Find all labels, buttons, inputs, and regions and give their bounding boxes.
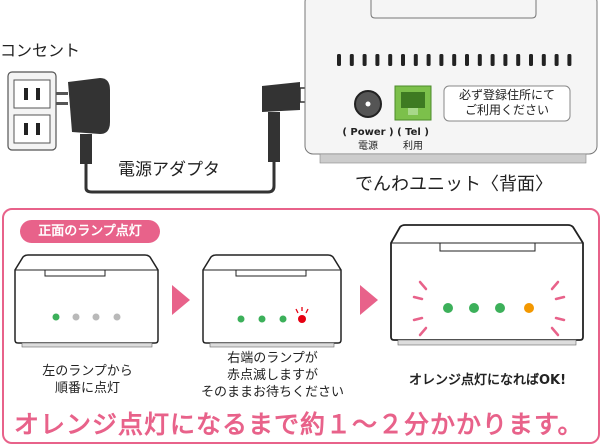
vent-slot (516, 54, 521, 66)
vent-slot (567, 54, 572, 66)
connection-illustration (7, 0, 598, 194)
wall-outlet-icon (7, 71, 57, 151)
vent-slot (401, 54, 405, 66)
note-line-1: 必ず登録住所にて (458, 88, 555, 102)
unit-caption: でんわユニット〈背面〉 (355, 174, 553, 195)
power-port-sub: 電源 (358, 141, 378, 152)
arrow-right-icon (172, 285, 190, 315)
vent-slot (426, 54, 431, 66)
vent-slot (388, 54, 393, 66)
unit-front-step2-icon (202, 254, 342, 348)
unit-front-step1-icon (14, 254, 159, 348)
lamp-steps-illustration (14, 224, 584, 348)
vent-slot (541, 54, 546, 66)
tel-port-sub: 利用 (403, 141, 423, 152)
adapter-label: 電源アダプタ (118, 160, 220, 180)
step1-caption: 左のランプから 順番に点灯 (15, 363, 160, 397)
power-port-label: ( Power ) (342, 127, 394, 138)
vent-slot (349, 54, 354, 66)
step2-caption: 右端のランプが 赤点滅しますが そのままお待ちください (180, 350, 365, 401)
step1-line1: 左のランプから (42, 364, 133, 379)
vent-slot (465, 54, 469, 66)
step2-line2: 赤点滅しますが (226, 368, 318, 383)
outlet-label: コンセント (0, 41, 81, 60)
panel-title: 正面のランプ点灯 (20, 220, 160, 243)
vent-slot (362, 54, 367, 66)
vent-slot (503, 54, 508, 66)
vent-slot (477, 54, 482, 66)
vent-slot (490, 54, 495, 66)
power-adapter-icon (56, 78, 327, 194)
step2-line1: 右端のランプが (227, 351, 318, 366)
tel-port-label: ( Tel ) (397, 127, 429, 138)
vent-slot (375, 54, 380, 66)
unit-front-step3-icon (390, 224, 584, 346)
arrow-right-icon (360, 285, 378, 315)
lamp-panel (2, 208, 600, 444)
vent-slot (439, 54, 444, 66)
vent-slot (529, 54, 533, 66)
vent-slot (413, 54, 418, 66)
step2-line3: そのままお待ちください (200, 385, 344, 400)
step3-caption: オレンジ点灯になればOK! (408, 373, 567, 388)
footer-note: オレンジ点灯になるまで約１～２分かかります。 (14, 410, 584, 439)
vent-slot (337, 54, 341, 66)
vent-slot (452, 54, 457, 66)
vent-slot (554, 54, 559, 66)
unit-back-icon (304, 0, 598, 164)
note-line-2: ご利用ください (464, 103, 549, 117)
step1-line2: 順番に点灯 (54, 381, 120, 396)
